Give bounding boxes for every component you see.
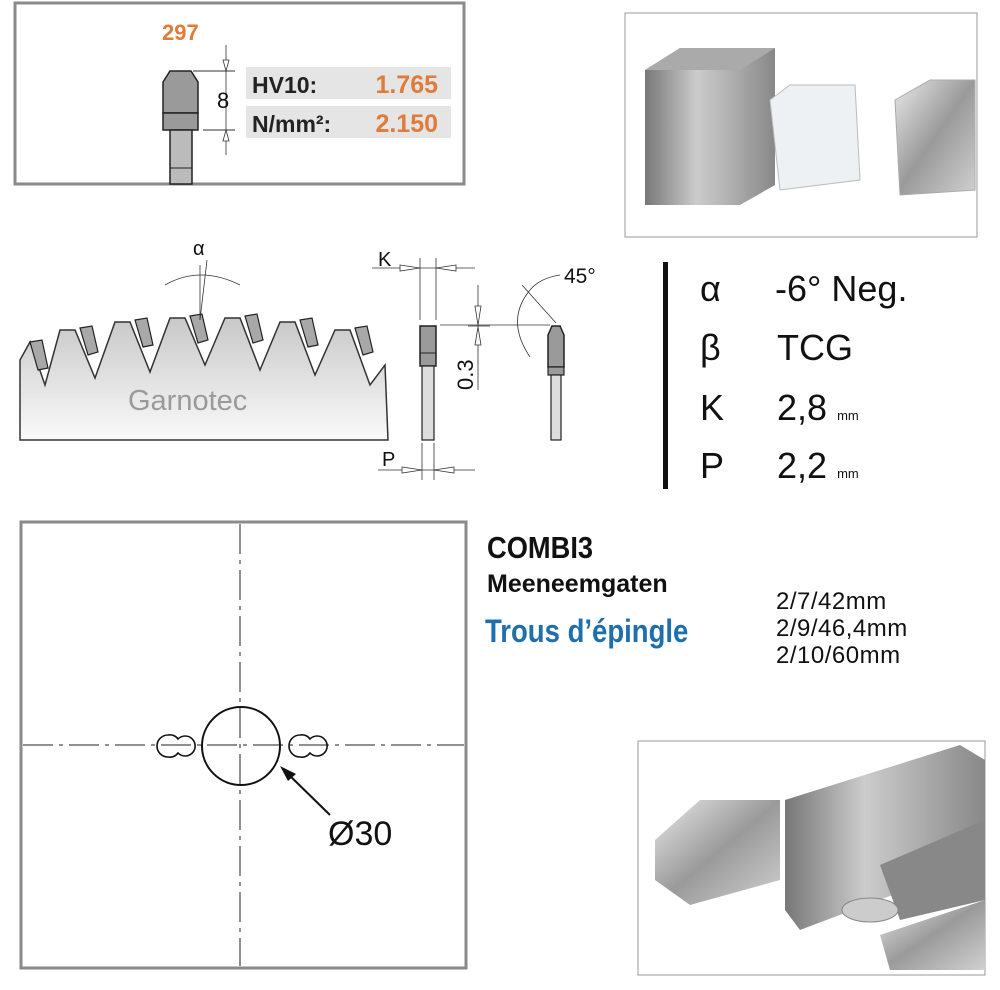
chamfer-height-label: 0.3 xyxy=(453,359,478,390)
hardness-panel: 297 8 HV10: 1.765 N/mm²: 2.150 xyxy=(13,1,466,186)
spec-p-symbol: P xyxy=(700,445,725,486)
alpha-label: α xyxy=(193,238,205,260)
chamfer-angle-label: 45° xyxy=(564,265,596,288)
spec-k-symbol: K xyxy=(700,387,725,428)
spec-k-number: 2,8 xyxy=(777,387,828,428)
grade-label: 297 xyxy=(162,20,199,45)
hv10-value: 1.765 xyxy=(375,71,438,99)
strength-label: N/mm²: xyxy=(252,111,331,137)
pinhole-sizes: 2/7/42mm 2/9/46,4mm 2/10/60mm xyxy=(776,588,908,669)
pinhole-size: 2/9/46,4mm xyxy=(776,615,908,642)
tooth-tip-icon xyxy=(162,70,199,185)
brand-watermark: Garnotec xyxy=(128,385,247,417)
spec-p-unit: mm xyxy=(837,466,859,481)
pinholes-label-nl: Meeneemgaten xyxy=(487,570,668,598)
bore-diameter-label: Ø30 xyxy=(328,815,392,853)
spec-p-number: 2,2 xyxy=(777,445,828,486)
spec-beta-symbol: β xyxy=(700,327,721,368)
spec-alpha-symbol: α xyxy=(700,268,721,309)
spec-beta-value: TCG xyxy=(777,327,853,368)
pinhole-right-icon xyxy=(288,734,328,758)
strength-value: 2.150 xyxy=(375,110,438,138)
spec-k-unit: mm xyxy=(837,408,859,423)
spec-k-value: 2,8 mm xyxy=(777,387,859,429)
product-name: COMBI3 xyxy=(487,530,594,565)
blade-teeth-diagram: Garnotec α xyxy=(19,238,389,441)
bore-diagram: Ø30 xyxy=(19,520,468,970)
extrusions-photo xyxy=(637,740,986,976)
profiles-photo xyxy=(624,12,978,238)
k-label: K xyxy=(378,249,392,271)
hv10-label: HV10: xyxy=(252,72,317,98)
tooth-profile-diagram: K P 0.3 45° xyxy=(372,249,596,480)
spec-p-value: 2,2 mm xyxy=(777,445,859,487)
spec-alpha-value: -6° Neg. xyxy=(775,268,908,309)
pinhole-size: 2/7/42mm xyxy=(776,588,887,615)
pinholes-label-fr: Trous d’épingle xyxy=(485,613,689,649)
spec-divider xyxy=(663,262,668,489)
pinhole-size: 2/10/60mm xyxy=(776,642,901,669)
tip-height-label: 8 xyxy=(217,88,229,113)
p-label: P xyxy=(382,449,395,471)
pinhole-left-icon xyxy=(156,734,196,758)
